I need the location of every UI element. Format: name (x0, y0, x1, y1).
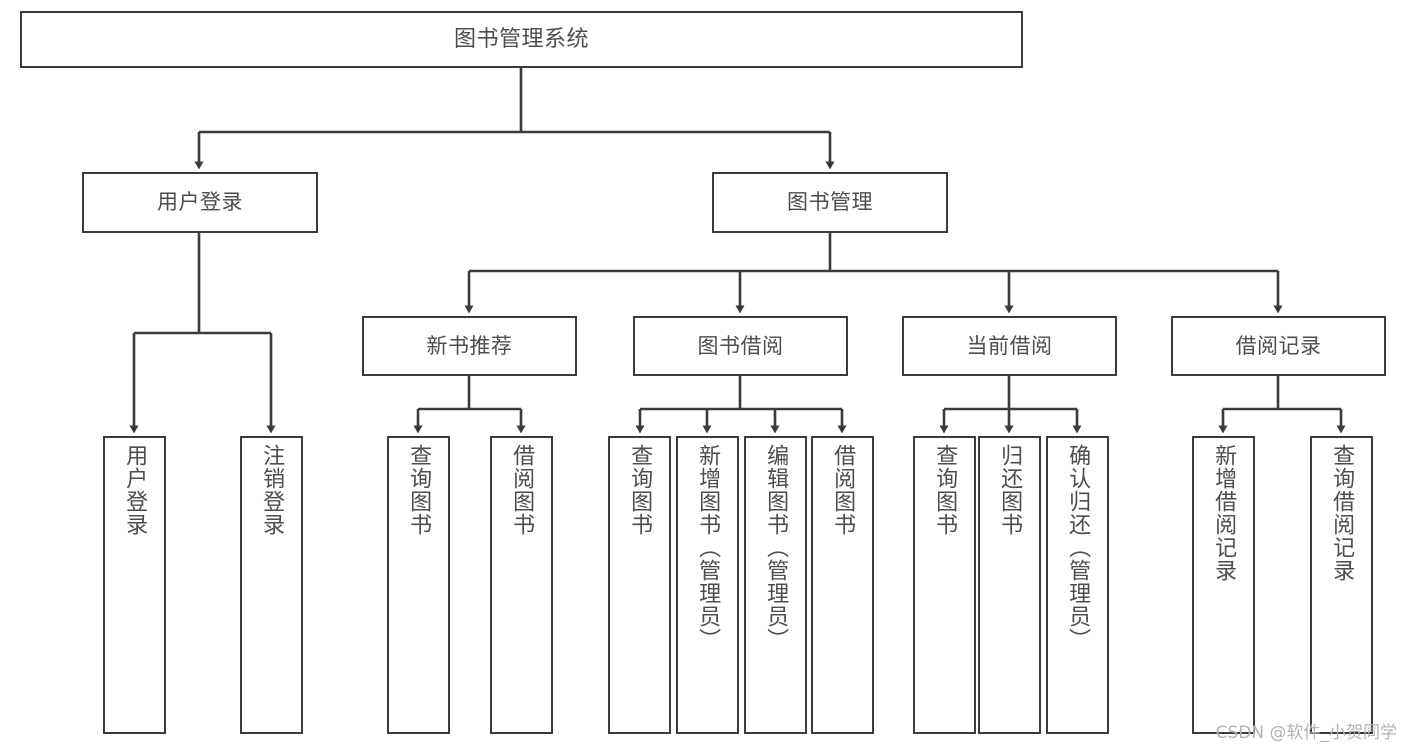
leaf-borrow-record-query[interactable]: 查询借阅记录 (1310, 436, 1373, 734)
node-label: 图书管理 (787, 190, 873, 215)
node-label: 用户登录 (122, 444, 148, 536)
node-label: 借阅记录 (1235, 333, 1322, 358)
leaf-current-borrow-query[interactable]: 查询图书 (913, 436, 976, 734)
leaf-new-book-query[interactable]: 查询图书 (387, 436, 450, 734)
leaf-new-book-borrow[interactable]: 借阅图书 (490, 436, 553, 734)
node-label: 确认归还（管理员） (1065, 444, 1091, 651)
node-label: 查询图书 (406, 444, 432, 536)
node-label: 编辑图书（管理员） (763, 444, 789, 651)
node-label: 查询图书 (932, 444, 958, 536)
leaf-book-borrow-query[interactable]: 查询图书 (608, 436, 671, 734)
leaf-book-borrow-borrow[interactable]: 借阅图书 (811, 436, 874, 734)
node-label: 查询借阅记录 (1329, 444, 1355, 582)
node-label: 注销登录 (259, 444, 285, 536)
node-borrow-record[interactable]: 借阅记录 (1171, 316, 1386, 376)
watermark-text: CSDN @软件_小贺同学 (1215, 723, 1397, 743)
node-label: 图书借阅 (697, 333, 784, 358)
node-label: 图书管理系统 (453, 26, 589, 52)
node-new-book-recommend[interactable]: 新书推荐 (362, 316, 577, 376)
node-label: 新增借阅记录 (1211, 444, 1237, 582)
node-book-borrow[interactable]: 图书借阅 (633, 316, 848, 376)
node-label: 新书推荐 (426, 333, 513, 358)
leaf-user-login-login[interactable]: 用户登录 (103, 436, 166, 734)
node-root-system[interactable]: 图书管理系统 (20, 11, 1023, 68)
node-label: 归还图书 (997, 444, 1023, 536)
node-user-login[interactable]: 用户登录 (82, 172, 318, 233)
leaf-book-borrow-add-admin[interactable]: 新增图书（管理员） (676, 436, 739, 734)
node-label: 新增图书（管理员） (695, 444, 721, 651)
leaf-book-borrow-edit-admin[interactable]: 编辑图书（管理员） (744, 436, 807, 734)
node-label: 借阅图书 (830, 444, 856, 536)
node-label: 用户登录 (157, 190, 243, 215)
leaf-current-borrow-confirm-admin[interactable]: 确认归还（管理员） (1046, 436, 1109, 734)
leaf-borrow-record-add[interactable]: 新增借阅记录 (1192, 436, 1255, 734)
leaf-user-login-logout[interactable]: 注销登录 (240, 436, 303, 734)
node-label: 查询图书 (627, 444, 653, 536)
node-label: 当前借阅 (966, 333, 1053, 358)
node-label: 借阅图书 (509, 444, 535, 536)
leaf-current-borrow-return[interactable]: 归还图书 (978, 436, 1041, 734)
node-book-management[interactable]: 图书管理 (712, 172, 948, 233)
node-current-borrow[interactable]: 当前借阅 (902, 316, 1117, 376)
